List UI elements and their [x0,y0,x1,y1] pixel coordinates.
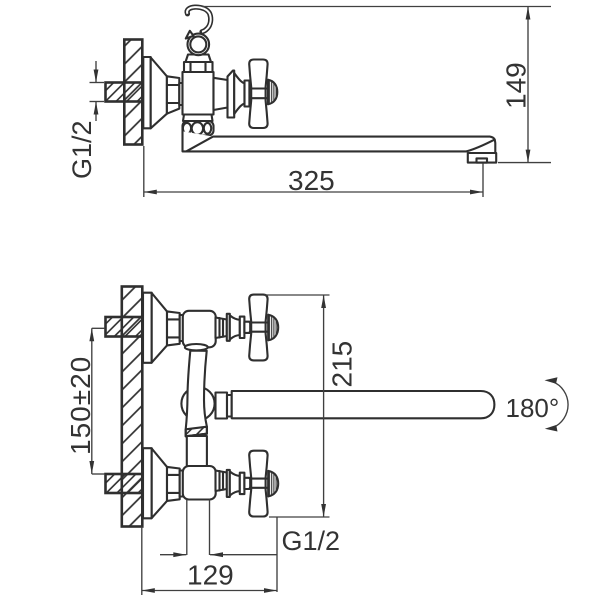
svg-text:G1/2: G1/2 [67,120,97,179]
svg-text:129: 129 [187,560,234,591]
svg-text:150±20: 150±20 [65,356,96,455]
svg-text:149: 149 [501,62,532,109]
svg-text:325: 325 [288,165,335,196]
svg-text:G1/2: G1/2 [282,526,341,556]
svg-text:180°: 180° [506,393,560,423]
svg-text:215: 215 [327,341,358,388]
